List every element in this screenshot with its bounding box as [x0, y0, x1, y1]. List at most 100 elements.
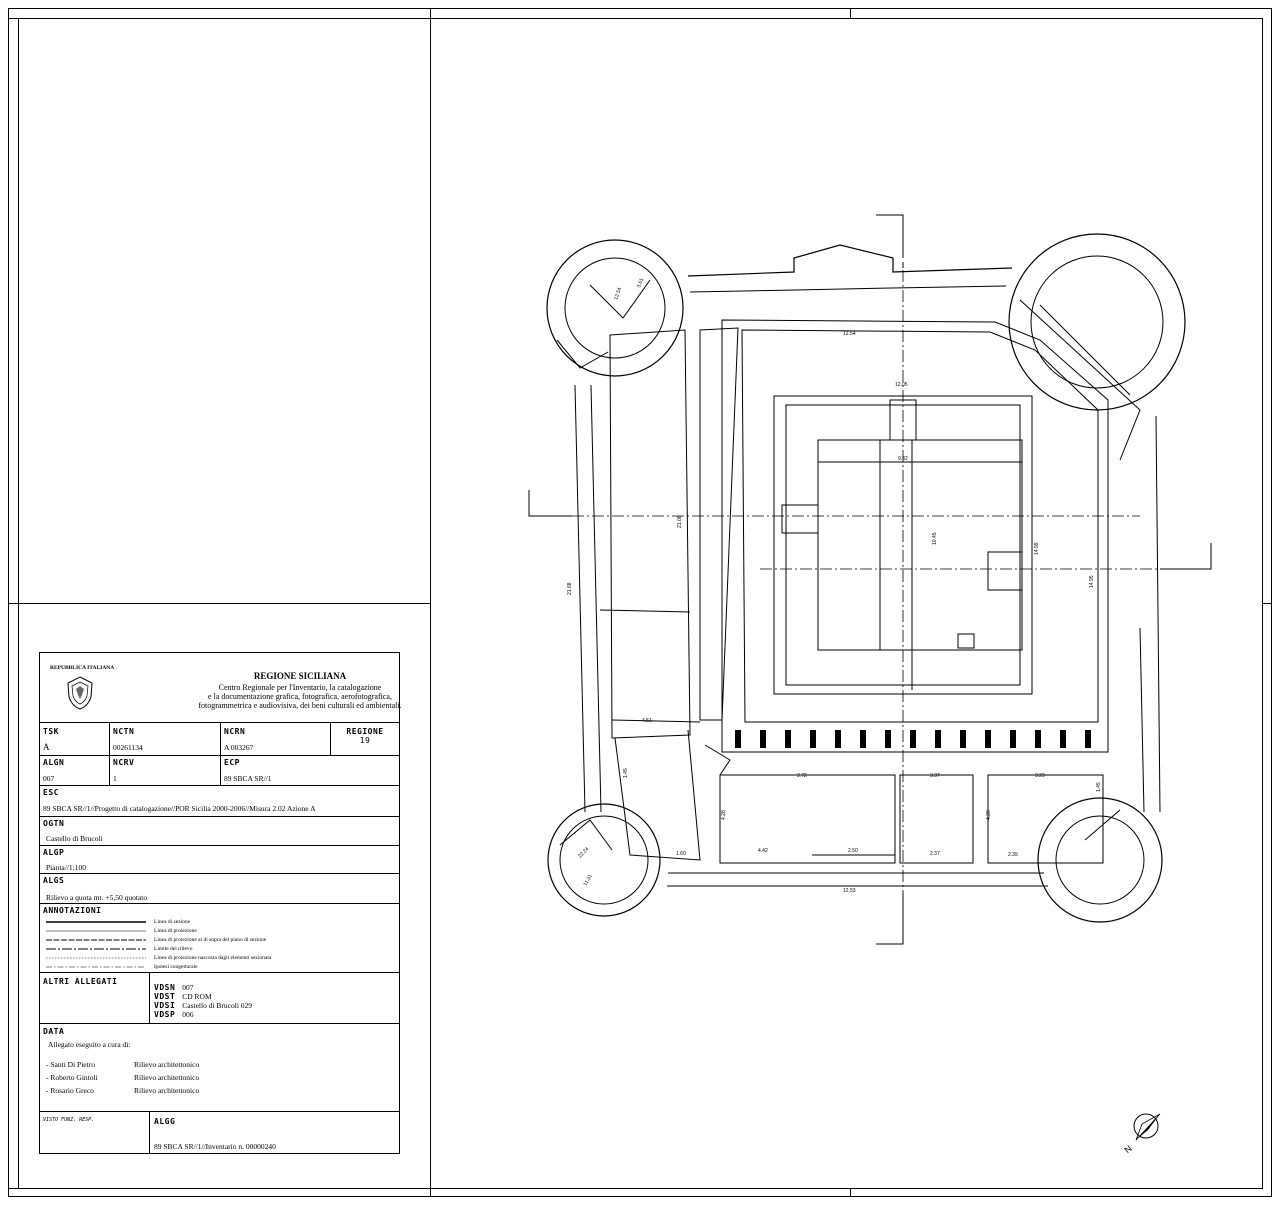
- legend-item: Linea di proiezione: [154, 928, 197, 934]
- legend-item: Linea di sezione: [154, 919, 191, 925]
- cell-tsk: TSK A: [40, 723, 110, 755]
- centre-line-1: Centro Regionale per l'Inventario, la ca…: [218, 683, 382, 692]
- central-block: [817, 439, 1023, 651]
- tower-ne: [1008, 233, 1186, 411]
- dim-label: 3.29: [1035, 773, 1045, 779]
- dim-label: 4.42: [758, 848, 768, 854]
- person-role: Rilievo architettonico: [134, 1060, 200, 1069]
- allegati-row: VDSI Castello di Brucoli 029: [154, 1001, 253, 1010]
- frame-divider-horizontal: [8, 603, 431, 604]
- tower-nw: [546, 239, 684, 377]
- courtyard-wall: [721, 319, 1109, 753]
- person-name: - Santi Di Pietro: [46, 1060, 95, 1069]
- frame-bottom: [8, 1196, 1272, 1197]
- dim-label: 12.54: [613, 287, 623, 301]
- section-marker-top: [876, 214, 904, 270]
- cell-ncrn: NCRN A 003267: [221, 723, 331, 755]
- emblem-icon: [67, 676, 93, 710]
- frame-right: [1271, 8, 1272, 1197]
- legend-item: Linea di proiezione al di sopra del pian…: [154, 937, 267, 943]
- row-esc: ESC 89 SBCA SR//1//Progetto di catalogaz…: [40, 786, 399, 817]
- dim-label: 9.32: [898, 456, 908, 462]
- dimension-labels: 12.54 12.05 9.32 10.45 14.99 14.95 21.68…: [567, 277, 1102, 894]
- person-name: - Rosario Greco: [46, 1086, 94, 1095]
- republic-label: REPUBBLICA ITALIANA: [50, 665, 115, 671]
- tower-sw: [547, 803, 661, 917]
- cell-nctn: NCTN 00261134: [110, 723, 221, 755]
- allegati-row: VDSN 007: [154, 983, 194, 992]
- person-name: - Roberto Gintoli: [46, 1073, 98, 1082]
- dim-label: 3.61: [636, 277, 645, 288]
- legend-item: Limite del rilievo: [154, 946, 193, 952]
- north-arrow-icon: N: [1122, 1113, 1161, 1155]
- outer-wall: [687, 244, 1013, 277]
- row-data: DATA Allegato eseguito a cura di: - Sant…: [40, 1024, 399, 1112]
- dim-label: 14.99: [1034, 542, 1040, 555]
- section-marker-right: [1160, 543, 1212, 570]
- frame-tick-bottom: [850, 1188, 851, 1197]
- dim-label: 2.35: [1008, 852, 1018, 858]
- row-annotazioni: ANNOTAZIONI Linea di sezione Linea di pr…: [40, 904, 399, 973]
- dim-label: 1.45: [1096, 782, 1102, 792]
- dim-label: 12.53: [843, 888, 856, 894]
- legend-item: Linea di proiezione nascosta dagli eleme…: [154, 955, 272, 961]
- title-block: REPUBBLICA ITALIANA REGIONE SICILIANA Ce…: [39, 652, 402, 1154]
- dim-label: 22.24: [577, 846, 590, 859]
- region-title: REGIONE SICILIANA: [253, 671, 347, 681]
- cell-ncrv: NCRV 1: [110, 756, 221, 785]
- frame-bottom-inner: [8, 1188, 1262, 1189]
- dim-label: 1.45: [623, 768, 629, 778]
- dim-label: 4.28: [721, 810, 727, 820]
- row-allegati: ALTRI ALLEGATI VDSN 007 VDST CD ROM VDSI…: [40, 973, 399, 1024]
- north-label: N: [1122, 1143, 1133, 1155]
- person-role: Rilievo architettonico: [134, 1086, 200, 1095]
- section-marker-bottom: [876, 893, 904, 945]
- cell-ecp: ECP 89 SBCA SR//1: [224, 758, 272, 783]
- cell-algn: ALGN 007: [40, 756, 110, 785]
- dim-label: 12.54: [843, 331, 856, 337]
- legend-item: Ipotesi congetturale: [154, 964, 198, 970]
- frame-tick-top: [850, 8, 851, 19]
- person-role: Rilievo architettonico: [134, 1073, 200, 1082]
- allegati-row: VDSP 006: [154, 1010, 194, 1019]
- centre-line-2: e la documentazione grafica, fotografica…: [208, 692, 392, 701]
- inner-courtyard: [773, 395, 1033, 695]
- dim-label: 14.95: [1089, 575, 1095, 588]
- dim-label: 4.51: [642, 718, 652, 724]
- dim-label: 2.37: [930, 851, 940, 857]
- cell-regione: REGIONE 19: [346, 727, 384, 745]
- frame-divider-vertical: [430, 8, 431, 1197]
- legend-line-samples: [46, 921, 146, 968]
- frame-top-inner: [8, 18, 1262, 19]
- tower-se: [1037, 797, 1163, 923]
- dim-label: 11.31: [583, 873, 594, 887]
- dim-label: 2.50: [848, 848, 858, 854]
- centre-line-3: fotogrammetrica e audiovisiva, dei beni …: [198, 701, 402, 710]
- cell-allegati-label: ALTRI ALLEGATI: [40, 973, 150, 1023]
- dim-label: 3.72: [797, 773, 807, 779]
- frame-left: [8, 8, 9, 1197]
- dim-label: 21.08: [677, 515, 683, 528]
- cell-visto: VISTO FUNZ. RESP.: [40, 1112, 150, 1153]
- dim-label: 3.37: [930, 773, 940, 779]
- frame-top: [8, 8, 1272, 9]
- row-algp: ALGP Pianta//1:100: [40, 846, 399, 874]
- dim-label: 1.60: [676, 851, 686, 857]
- title-header: REPUBBLICA ITALIANA REGIONE SICILIANA Ce…: [40, 653, 402, 723]
- south-room: [719, 774, 896, 864]
- allegati-list: VDSN 007 VDST CD ROM VDSI Castello di Br…: [154, 977, 253, 1019]
- row-algn: ALGN 007 NCRV 1 ECP 89 SBCA SR//1: [40, 756, 399, 786]
- row-ogtn: OGTN Castello di Brucoli: [40, 817, 399, 846]
- dim-label: 12.05: [895, 382, 908, 388]
- frame-tick-right: [1262, 603, 1272, 604]
- row-footer: VISTO FUNZ. RESP. ALGG 89 SBCA SR//1//In…: [40, 1112, 399, 1153]
- dim-label: 10.45: [932, 532, 938, 545]
- row-tsk: TSK A NCTN 00261134 NCRN A 003267 REGION…: [40, 723, 399, 756]
- dim-label: 4.28: [986, 810, 992, 820]
- dim-label: 21.68: [567, 582, 573, 595]
- section-marker-left: [528, 490, 572, 517]
- allegati-row: VDST CD ROM: [154, 992, 212, 1001]
- row-algs: ALGS Rilievo a quota mt. +5,50 quotato: [40, 874, 399, 904]
